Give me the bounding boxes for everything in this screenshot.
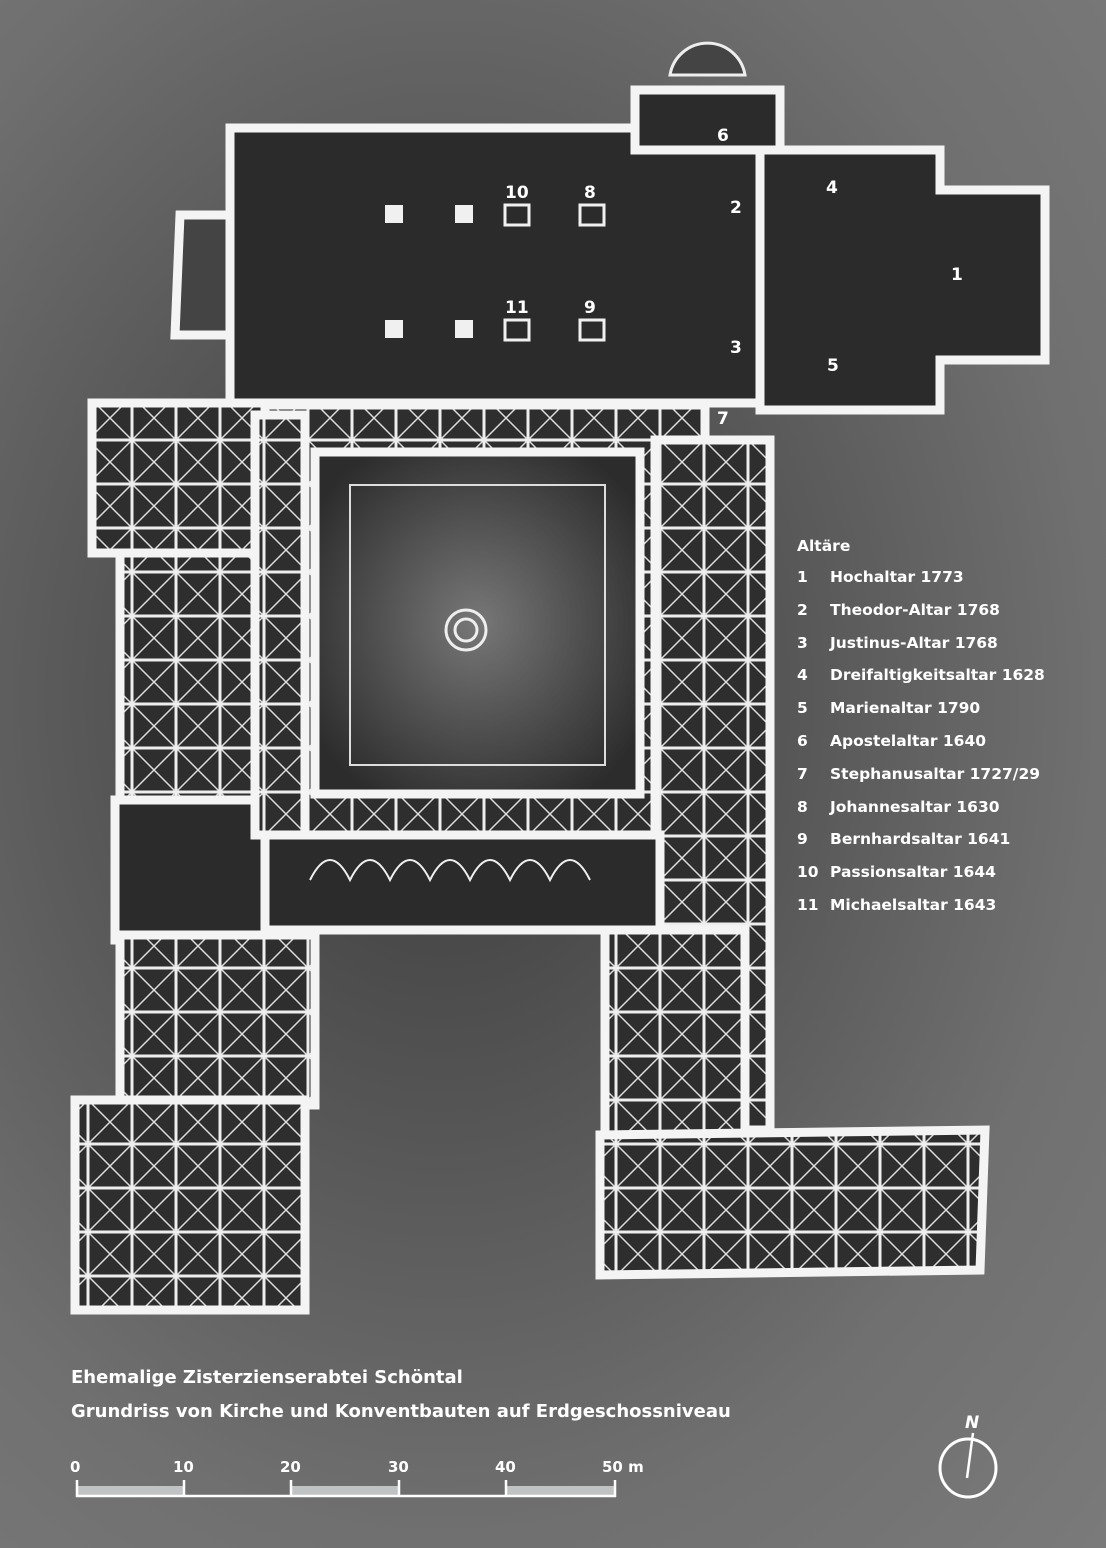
legend-item-number: 5 [797,699,808,718]
legend-item: 4 Dreifaltigkeitsaltar 1628 [797,666,1045,699]
legend-item-label: Passionsaltar 1644 [830,863,996,882]
legend-item-label: Michaelsaltar 1643 [830,895,997,914]
altar-marker-5: 5 [827,356,839,376]
altar-markers: 1 2 3 4 5 6 7 8 9 10 11 [505,126,963,429]
legend-item-label: Dreifaltigkeitsaltar 1628 [830,666,1045,685]
scale-tick-label: 10 [173,1458,194,1476]
altar-marker-8: 8 [584,183,596,203]
legend-item-label: Apostelaltar 1640 [830,731,987,750]
north-arrow: N [935,1410,1005,1509]
legend-item-number: 2 [797,600,808,619]
compass-circle-icon [938,1437,998,1499]
legend-item-number: 8 [797,797,808,816]
altar-marker-7: 7 [717,409,729,429]
scale-tick-label: 20 [280,1458,301,1476]
north-needle-icon [965,1432,975,1479]
scale-bar-graphic [75,1480,617,1498]
altar-marker-3: 3 [730,338,742,358]
legend-item-label: Justinus-Altar 1768 [830,633,998,652]
altar-marker-4: 4 [826,178,838,198]
altar-marker-9: 9 [584,298,596,318]
building-outline [70,85,1050,1315]
legend-item-number: 6 [797,731,808,750]
altar-marker-6: 6 [717,126,729,146]
legend-item-label: Theodor-Altar 1768 [830,600,1000,619]
altar-legend: Altäre 1 Hochaltar 1773 2 Theodor-Altar 176… [797,537,1045,929]
legend-item: 9 Bernhardsaltar 1641 [797,830,1045,863]
legend-item: 6 Apostelaltar 1640 [797,732,1045,765]
legend-item-number: 11 [797,895,819,914]
legend-heading: Altäre [797,537,851,555]
altar-marker-11: 11 [505,298,529,318]
plan-subtitle: Grundriss von Kirche und Konventbauten a… [71,1401,731,1422]
scale-tick-label: 50 m [602,1458,644,1476]
legend-item-number: 7 [797,764,808,783]
legend-item: 1 Hochaltar 1773 [797,568,1045,601]
plan-title: Ehemalige Zisterzienserabtei Schöntal [71,1367,463,1388]
scale-tick-label: 40 [495,1458,516,1476]
legend-item: 7 Stephanusaltar 1727/29 [797,765,1045,798]
scale-bar: 0 10 20 30 40 50 m [70,1458,670,1503]
legend-item-label: Marienaltar 1790 [830,699,981,718]
legend-item: 2 Theodor-Altar 1768 [797,601,1045,634]
legend-item-label: Johannesaltar 1630 [830,797,1000,816]
legend-item-number: 1 [797,568,808,586]
legend-item-number: 3 [797,633,808,652]
altar-marker-10: 10 [505,183,529,203]
legend-item: 8 Johannesaltar 1630 [797,798,1045,831]
scale-tick-label: 30 [388,1458,409,1476]
legend-item: 5 Marienaltar 1790 [797,699,1045,732]
legend-item: 3 Justinus-Altar 1768 [797,634,1045,667]
legend-item-number: 10 [797,863,819,882]
altar-marker-2: 2 [730,198,742,218]
legend-item-number: 4 [797,666,808,685]
legend-item: 11 Michaelsaltar 1643 [797,896,1045,929]
legend-item-label: Stephanusaltar 1727/29 [830,764,1041,783]
legend-item-label: Bernhardsaltar 1641 [830,830,1011,849]
legend-item-number: 9 [797,830,808,849]
legend-item: 10 Passionsaltar 1644 [797,863,1045,896]
legend-item-label: Hochaltar 1773 [830,568,964,586]
north-label: N [965,1413,979,1433]
scale-tick-label: 0 [70,1458,81,1476]
altar-marker-1: 1 [951,265,963,285]
